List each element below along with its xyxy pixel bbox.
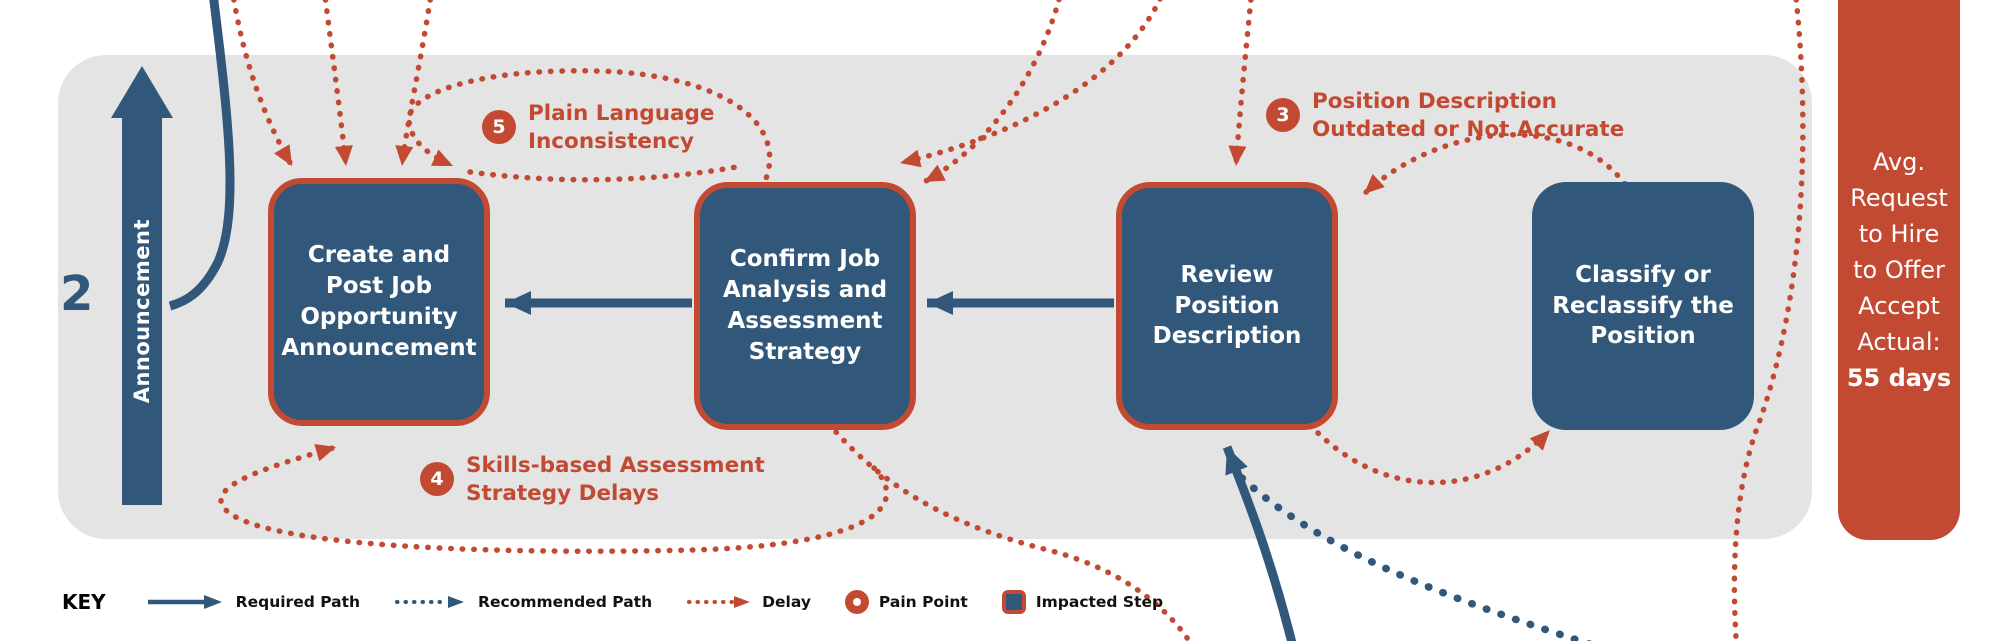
pain-point-badge-3: 3 bbox=[1266, 98, 1300, 132]
step-confirm-job-analysis: Confirm Job Analysis and Assessment Stra… bbox=[694, 182, 916, 430]
pain-point-badge-5: 5 bbox=[482, 110, 516, 144]
legend-label: Recommended Path bbox=[478, 593, 653, 611]
avg-time-banner-value: 55 days bbox=[1846, 364, 1952, 392]
pain-point-icon bbox=[844, 590, 869, 614]
legend-item-impacted-step: Impacted Step bbox=[1001, 590, 1164, 614]
pain-point-label-5: Plain Language Inconsistency bbox=[528, 101, 715, 154]
step-create-post-announcement: Create and Post Job Opportunity Announce… bbox=[268, 178, 490, 426]
lane-arrow-icon bbox=[111, 66, 173, 118]
legend-item-pain-point: Pain Point bbox=[844, 590, 968, 614]
avg-time-banner: Avg. Request to Hire to Offer Accept Act… bbox=[1838, 0, 1960, 540]
step-classify-position: Classify or Reclassify the Position bbox=[1532, 182, 1754, 430]
legend-label: Required Path bbox=[235, 593, 361, 611]
avg-time-banner-text: Avg. Request to Hire to Offer Accept Act… bbox=[1850, 148, 1948, 356]
step-review-position-description: Review Position Description bbox=[1116, 182, 1338, 430]
legend-title: KEY bbox=[62, 590, 106, 614]
pain-point-badge-4: 4 bbox=[420, 462, 454, 496]
required-path-icon bbox=[147, 595, 222, 609]
legend: KEY Required Path Recommended Path Delay bbox=[62, 580, 1163, 624]
legend-item-required-path: Required Path bbox=[146, 592, 360, 612]
impacted-step-icon bbox=[1001, 590, 1026, 614]
delay-icon bbox=[687, 596, 751, 608]
pain-point-label-3: Position Description Outdated or Not Acc… bbox=[1312, 89, 1625, 142]
legend-label: Impacted Step bbox=[1035, 593, 1164, 611]
legend-label: Pain Point bbox=[878, 593, 968, 611]
lane-label: Announcement bbox=[130, 218, 154, 404]
legend-label: Delay bbox=[762, 593, 811, 611]
lane-arrow: Announcement bbox=[122, 117, 162, 505]
pain-point-label-4: Skills-based Assessment Strategy Delays bbox=[466, 453, 765, 506]
legend-item-delay: Delay bbox=[686, 592, 811, 612]
legend-item-recommended-path: Recommended Path bbox=[394, 592, 652, 612]
recommended-path-icon bbox=[395, 596, 465, 608]
stage-number: 2 bbox=[60, 266, 94, 322]
